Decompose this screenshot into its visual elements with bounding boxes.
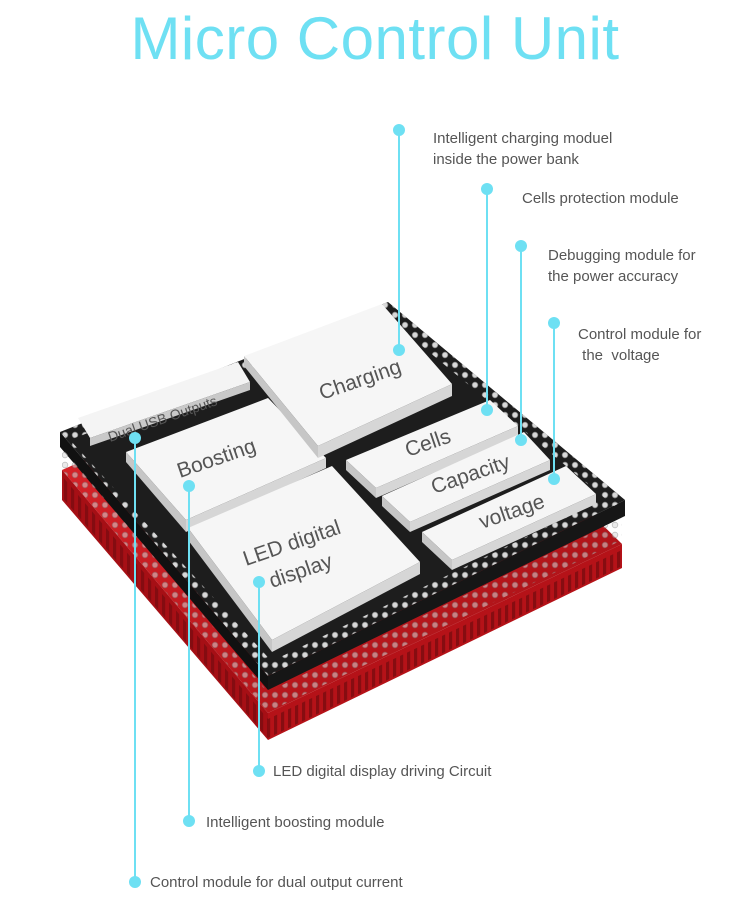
module-cells xyxy=(346,400,518,498)
dot-cells-top xyxy=(481,183,493,195)
callout-led: LED digital display driving Circuit xyxy=(273,761,491,782)
module-boosting xyxy=(126,398,326,532)
callout-debugging-line2: the power accuracy xyxy=(548,268,679,285)
callout-voltage: Control module for the voltage xyxy=(578,324,701,366)
module-led-display xyxy=(188,466,420,652)
callout-charging-line2: inside the power bank xyxy=(433,151,579,168)
callout-charging: Intelligent charging moduel inside the p… xyxy=(433,128,612,170)
dot-cells-bottom xyxy=(481,404,493,416)
callout-debugging: Debugging module for the power accuracy xyxy=(548,245,696,287)
callout-voltage-line1: Control module for xyxy=(578,326,702,343)
callout-dual: Control module for dual output current xyxy=(150,872,403,893)
dot-led-top xyxy=(253,576,265,588)
callout-charging-line1: Intelligent charging moduel xyxy=(433,130,613,147)
dot-led-bottom xyxy=(253,765,265,777)
callout-cells-line1: Cells protection module xyxy=(522,190,679,207)
dot-dual-bottom xyxy=(129,876,141,888)
dot-voltage-bottom xyxy=(548,473,560,485)
dot-debugging-bottom xyxy=(515,434,527,446)
dot-boosting-top xyxy=(183,480,195,492)
callout-led-line1: LED digital display driving Circuit xyxy=(273,763,492,780)
leader-lines xyxy=(134,130,555,882)
callout-boosting: Intelligent boosting module xyxy=(206,812,384,833)
dot-debugging-top xyxy=(515,240,527,252)
callout-debugging-line1: Debugging module for xyxy=(548,247,696,264)
dot-dual-top xyxy=(129,432,141,444)
module-capacity xyxy=(382,432,550,532)
callout-cells: Cells protection module xyxy=(522,188,679,209)
callout-voltage-line2: the voltage xyxy=(578,347,660,364)
module-dual-usb xyxy=(78,362,250,446)
dot-charging-bottom xyxy=(393,344,405,356)
dot-charging-top xyxy=(393,124,405,136)
dot-boosting-bottom xyxy=(183,815,195,827)
callout-boosting-line1: Intelligent boosting module xyxy=(206,814,385,831)
module-voltage xyxy=(422,466,596,570)
callout-dots xyxy=(129,124,560,888)
dot-voltage-top xyxy=(548,317,560,329)
page-title: Micro Control Unit xyxy=(130,5,620,72)
callout-dual-line1: Control module for dual output current xyxy=(150,874,403,891)
